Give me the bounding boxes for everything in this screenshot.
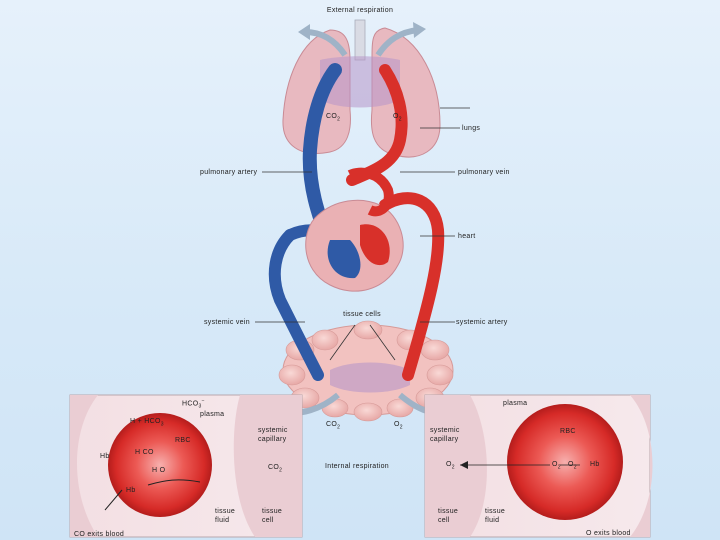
plasma-right-label: plasma [503,400,528,407]
lungs [282,19,441,158]
pulmonary-vein-label: pulmonary vein [458,169,510,176]
pulmonary-artery-label: pulmonary artery [200,169,258,176]
o2-b-right-label: O2 [552,461,561,471]
tissue-fluid-left-label: tissue fluid [215,508,236,524]
left-detail-panel [69,394,303,538]
o2-tissue-label: O2 [394,421,403,431]
co2-tissue-label: CO2 [326,421,341,431]
leader-lines [255,107,470,361]
air-arrows [298,22,426,57]
hb-right-label: Hb [590,461,600,468]
hb2-left-label: Hb [126,487,136,494]
tissue-cells-label: tissue cells [343,311,381,318]
h-hco3-label: H + HCO3 [130,418,164,428]
co2-left-label: CO2 [268,464,283,474]
h2co3-label: H CO [135,449,154,456]
external-respiration-title: External respiration [326,7,394,14]
co2-lung-label: CO2 [326,113,341,123]
tissue-cell-right-label: tissue cell [438,508,459,524]
lungs-label: lungs [462,125,481,132]
systemic-artery-label: systemic artery [456,319,508,326]
right-detail-panel [424,394,653,538]
internal-respiration-label: Internal respiration [325,463,389,470]
rbc-left-label: RBC [175,437,191,444]
heart-label: heart [458,233,476,240]
systemic-vein-label: systemic vein [204,319,250,326]
o2-right-label: O2 [446,461,455,471]
o2-lung-label: O2 [393,113,402,123]
co2-exits-caption: CO exits blood [74,531,125,538]
h2o-label: H O [152,467,166,474]
plasma-left-label: plasma [200,411,225,418]
o2-c-right-label: O2 [568,461,577,471]
tissue-cell-left-label: tissue cell [262,508,283,524]
tissue-fluid-right-label: tissue fluid [485,508,506,524]
o2-exits-caption: O exits blood [586,530,631,537]
systemic-capillary-left-label: systemic capillary [258,427,288,443]
systemic-capillary-right-label: systemic capillary [430,427,460,443]
hb-left-label: Hb [100,453,110,460]
rbc-right-label: RBC [560,428,576,435]
hco3-top-label: HCO3− [182,398,205,410]
heart [305,167,404,292]
